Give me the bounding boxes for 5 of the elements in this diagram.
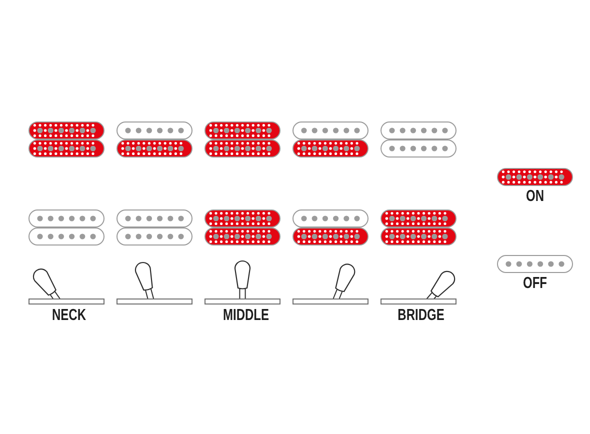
position-label: MIDDLE: [222, 308, 268, 324]
legend-label: OFF: [522, 276, 546, 292]
position-label: BRIDGE: [398, 308, 444, 324]
legend-label: ON: [526, 189, 544, 205]
position-label: NECK: [52, 308, 86, 324]
